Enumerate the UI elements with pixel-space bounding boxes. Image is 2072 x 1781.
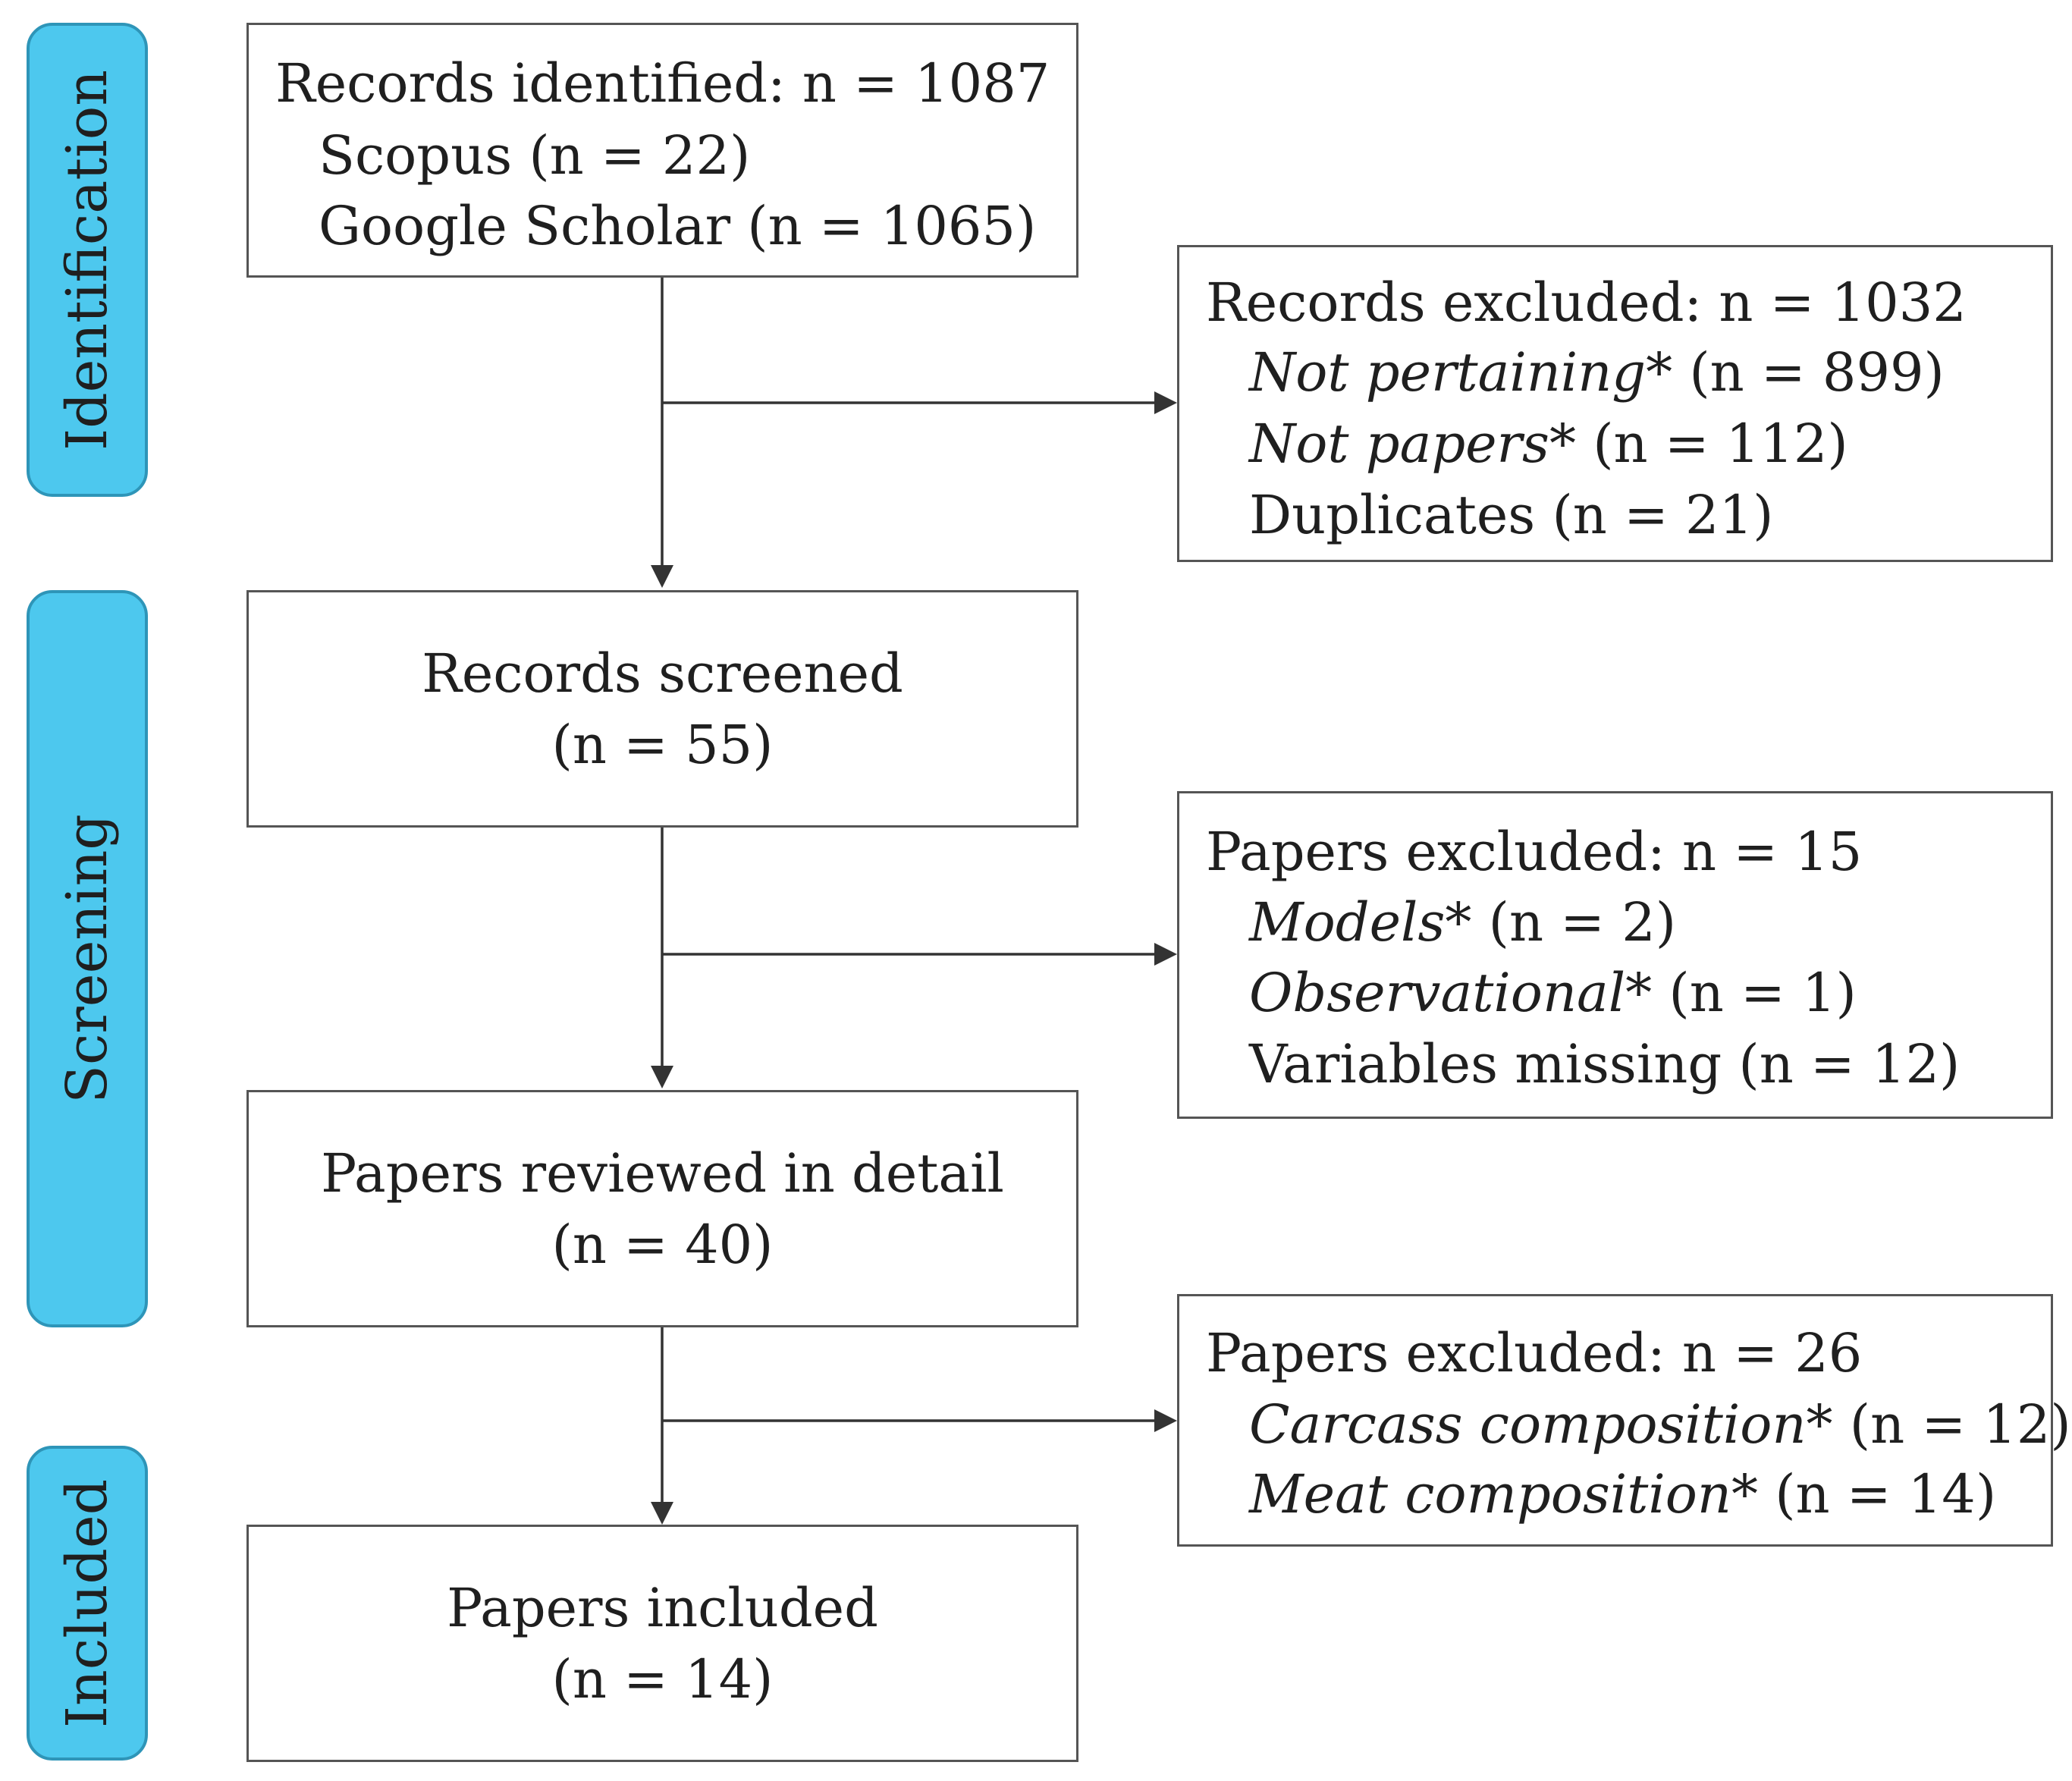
reason-not-papers-count: (n = 112)	[1593, 413, 1848, 475]
papers-included-label: Papers included	[447, 1577, 878, 1639]
reason-models: Models* (n = 2)	[1249, 896, 1676, 949]
reason-duplicates: Duplicates (n = 21)	[1249, 488, 1773, 542]
source-scopus: Scopus (n = 22)	[319, 124, 751, 187]
arrowhead-down-1	[651, 565, 673, 588]
arrowhead-right-1	[1154, 391, 1177, 414]
reason-meat-composition-label: Meat composition*	[1249, 1463, 1758, 1525]
reason-not-pertaining-label: Not pertaining*	[1249, 341, 1673, 404]
reason-not-pertaining-count: (n = 899)	[1689, 341, 1945, 404]
reason-variables-missing-count: (n = 12)	[1738, 1033, 1961, 1095]
papers-excluded-screening-title: Papers excluded: n = 15	[1206, 821, 1863, 883]
records-excluded-box: Records excluded: n = 1032 Not pertainin…	[1177, 245, 2053, 562]
reason-meat-composition: Meat composition* (n = 14)	[1249, 1468, 1996, 1521]
stage-identification: Identification	[27, 23, 148, 497]
arrowhead-down-3	[651, 1502, 673, 1525]
source-google-scholar: Google Scholar (n = 1065)	[319, 195, 1037, 257]
reason-duplicates-label: Duplicates	[1249, 484, 1536, 546]
reason-observational: Observational* (n = 1)	[1249, 966, 1857, 1019]
papers-reviewed-count: (n = 40)	[551, 1214, 774, 1276]
reason-carcass-composition-label: Carcass composition*	[1249, 1393, 1833, 1456]
reason-meat-composition-count: (n = 14)	[1775, 1463, 1997, 1525]
reason-variables-missing-label: Variables missing	[1249, 1033, 1722, 1095]
reason-models-count: (n = 2)	[1488, 891, 1677, 953]
arrowhead-right-2	[1154, 943, 1177, 966]
stage-included: Included	[27, 1446, 148, 1761]
papers-reviewed-box: Papers reviewed in detail (n = 40)	[246, 1090, 1078, 1327]
papers-excluded-screening-box: Papers excluded: n = 15 Models* (n = 2) …	[1177, 791, 2053, 1119]
reason-duplicates-count: (n = 21)	[1552, 484, 1774, 546]
reason-observational-count: (n = 1)	[1669, 962, 1857, 1024]
papers-excluded-review-box: Papers excluded: n = 26 Carcass composit…	[1177, 1294, 2071, 1547]
reason-carcass-composition: Carcass composition* (n = 12)	[1249, 1398, 2071, 1451]
records-screened-box: Records screened (n = 55)	[246, 590, 1078, 828]
stage-screening: Screening	[27, 590, 148, 1327]
records-screened-label: Records screened	[422, 642, 903, 705]
arrowhead-right-3	[1154, 1409, 1177, 1432]
reason-observational-label: Observational*	[1249, 962, 1653, 1024]
papers-reviewed-label: Papers reviewed in detail	[321, 1142, 1004, 1205]
papers-included-box: Papers included (n = 14)	[246, 1525, 1078, 1762]
reason-models-label: Models*	[1249, 891, 1472, 953]
records-screened-count: (n = 55)	[551, 714, 774, 776]
reason-variables-missing: Variables missing (n = 12)	[1249, 1038, 1960, 1091]
reason-not-papers: Not papers* (n = 112)	[1249, 417, 1848, 470]
records-identified-title: Records identified: n = 1087	[275, 52, 1050, 115]
records-identified-box: Records identified: n = 1087 Scopus (n =…	[246, 23, 1078, 278]
reason-carcass-composition-count: (n = 12)	[1849, 1393, 2071, 1456]
papers-excluded-review-title: Papers excluded: n = 26	[1206, 1322, 1863, 1384]
papers-included-count: (n = 14)	[551, 1648, 774, 1710]
arrowhead-down-2	[651, 1066, 673, 1088]
reason-not-papers-label: Not papers*	[1249, 413, 1576, 475]
reason-not-pertaining: Not pertaining* (n = 899)	[1249, 346, 1945, 399]
records-excluded-title: Records excluded: n = 1032	[1206, 272, 1967, 334]
